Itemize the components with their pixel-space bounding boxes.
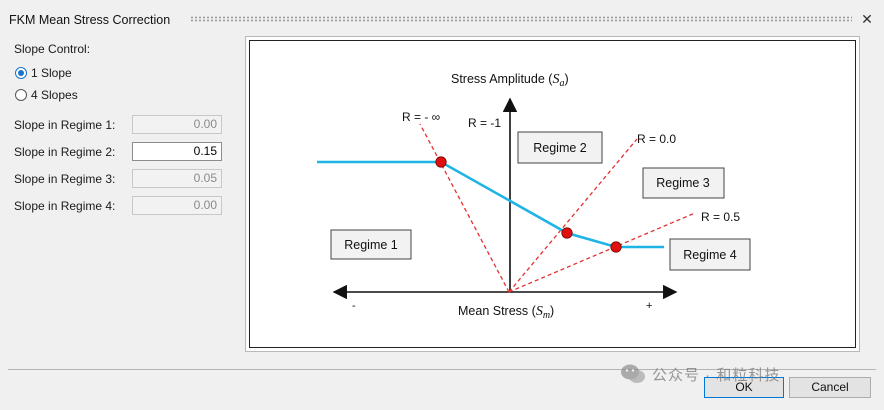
title-bar[interactable]: FKM Mean Stress Correction ✕ — [0, 0, 884, 32]
slope-regime-1-input[interactable]: 0.00 — [132, 115, 222, 134]
r-label-minus-infinity: R = - ∞ — [402, 110, 440, 124]
wechat-icon — [621, 364, 645, 383]
plus-sign: + — [646, 300, 652, 312]
slope-regime-1-row: Slope in Regime 1: 0.00 — [14, 115, 224, 135]
slope-regime-2-row: Slope in Regime 2: 0.15 — [14, 142, 224, 162]
regime-1-label: Regime 1 — [344, 238, 398, 252]
r-line-minus-infinity — [419, 123, 510, 293]
regime-2-box — [517, 131, 603, 164]
regime-3-box — [642, 167, 725, 199]
radio-button-unchecked[interactable] — [15, 89, 27, 101]
r-label-0-5: R = 0.5 — [701, 210, 740, 224]
radio-1-slope-label: 1 Slope — [31, 66, 72, 80]
drag-grip[interactable] — [190, 16, 852, 22]
slope-regime-3-label: Slope in Regime 3: — [14, 172, 116, 186]
slope-control-label: Slope Control: — [14, 42, 91, 56]
minus-sign: - — [352, 300, 356, 312]
radio-1-slope[interactable]: 1 Slope — [15, 65, 72, 81]
regime-1-box — [330, 229, 412, 260]
slope-regime-4-input[interactable]: 0.00 — [132, 196, 222, 215]
fkm-diagram: Stress Amplitude (Sa) Mean Stress (Sm) -… — [249, 40, 856, 348]
r-line-0-5 — [508, 212, 696, 293]
divider — [8, 369, 876, 370]
cancel-button[interactable]: Cancel — [789, 377, 871, 398]
point-r-minus-infinity — [435, 156, 447, 168]
dialog-title: FKM Mean Stress Correction — [9, 13, 171, 27]
r-label-0-0: R = 0.0 — [637, 132, 676, 146]
r-line-0-0 — [508, 138, 638, 293]
slope-regime-2-label: Slope in Regime 2: — [14, 145, 116, 159]
slope-regime-4-row: Slope in Regime 4: 0.00 — [14, 196, 224, 216]
slope-regime-2-input[interactable]: 0.15 — [132, 142, 222, 161]
radio-4-slopes[interactable]: 4 Slopes — [15, 87, 78, 103]
point-r-0-5 — [610, 241, 622, 253]
close-icon[interactable]: ✕ — [861, 11, 873, 27]
regime-4-label: Regime 4 — [683, 248, 737, 262]
figure-frame: Stress Amplitude (Sa) Mean Stress (Sm) -… — [245, 36, 860, 352]
slope-regime-3-row: Slope in Regime 3: 0.05 — [14, 169, 224, 189]
regime-2-label: Regime 2 — [533, 141, 587, 155]
regime-3-label: Regime 3 — [656, 176, 710, 190]
r-label-minus-1: R = -1 — [468, 116, 501, 130]
radio-4-slopes-label: 4 Slopes — [31, 88, 78, 102]
regime-4-box — [669, 238, 751, 271]
radio-button-checked[interactable] — [15, 67, 27, 79]
y-axis-label: Stress Amplitude (Sa) — [451, 72, 569, 89]
ok-button[interactable]: OK — [704, 377, 784, 398]
slope-regime-1-label: Slope in Regime 1: — [14, 118, 116, 132]
slope-regime-4-label: Slope in Regime 4: — [14, 199, 116, 213]
x-axis-label: Mean Stress (Sm) — [458, 304, 554, 321]
slope-regime-3-input[interactable]: 0.05 — [132, 169, 222, 188]
point-r-0-0 — [561, 227, 573, 239]
